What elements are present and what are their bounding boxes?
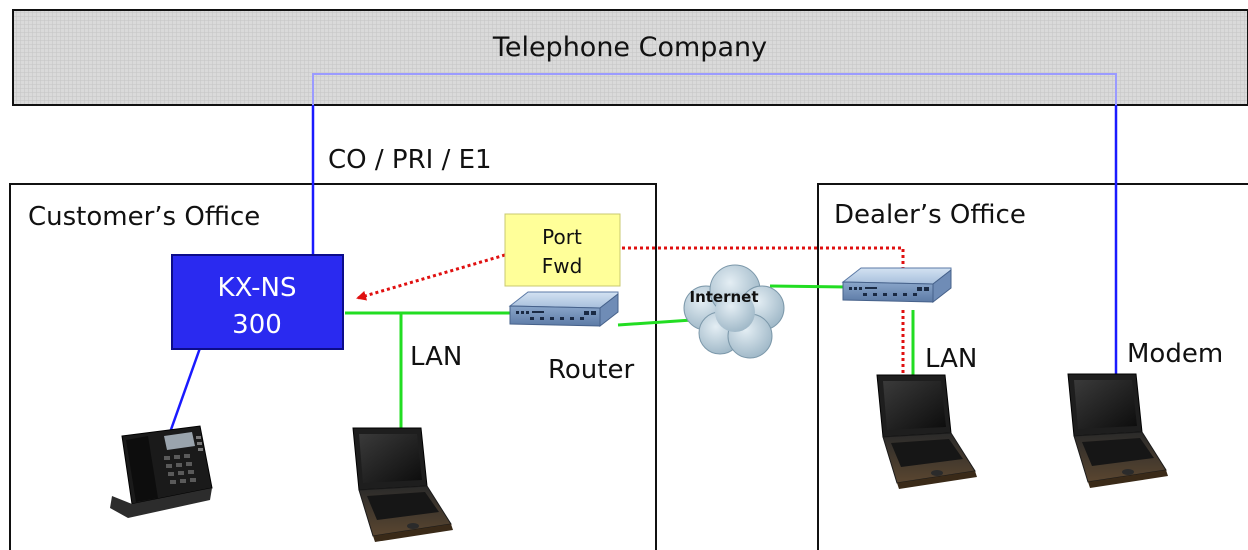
router-label: Router (548, 355, 634, 385)
port-forward-note (504, 213, 621, 287)
dealer-laptop-modem-icon (1067, 373, 1169, 489)
dealer-office-box (817, 183, 1248, 550)
pbx-label-line2: 300 (232, 310, 282, 340)
telco-internal-link (312, 73, 1117, 105)
customer-lan-label: LAN (410, 342, 462, 372)
modem-label: Modem (1127, 339, 1223, 369)
dealer-lan-label: LAN (925, 344, 977, 374)
internet-cloud-icon (683, 264, 785, 359)
telephone-company-band (12, 9, 1248, 106)
port-forward-label-line2: Fwd (542, 254, 583, 278)
telephone-company-label: Telephone Company (492, 32, 767, 63)
port-forward-arrow (356, 253, 506, 301)
customer-router-icon (509, 291, 619, 327)
remote-access-path-top (622, 246, 905, 270)
internet-to-dealer-router-line (769, 284, 849, 289)
pbx-to-phone-line (166, 347, 202, 439)
dealer-office-label: Dealer’s Office (834, 200, 1026, 230)
dealer-laptop-lan-icon (876, 374, 978, 490)
internet-label: Internet (689, 288, 758, 306)
customer-laptop-icon (352, 427, 454, 543)
pbx-label-line1: KX-NS (218, 273, 297, 303)
telephone-icon (110, 425, 213, 518)
customer-office-label: Customer’s Office (28, 202, 260, 232)
pbx-box (171, 254, 344, 350)
trunk-label: CO / PRI / E1 (328, 145, 492, 175)
customer-office-box (9, 183, 657, 550)
port-forward-label-line1: Port (542, 225, 582, 249)
dealer-router-icon (842, 267, 952, 303)
router-to-internet-line (617, 318, 693, 327)
